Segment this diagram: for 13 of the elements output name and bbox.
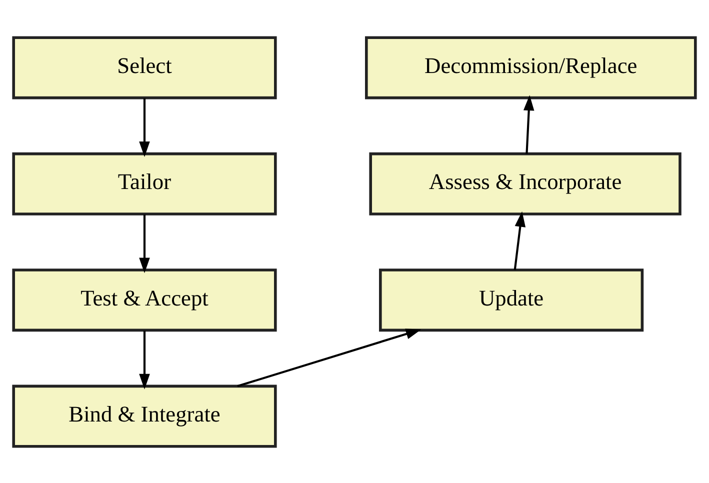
arrow xyxy=(514,210,526,270)
node-box: Select xyxy=(12,36,277,99)
arrow xyxy=(139,98,150,156)
node-box: Assess & Incorporate xyxy=(369,152,682,215)
node-box: Tailor xyxy=(12,152,277,215)
arrow xyxy=(237,328,422,387)
arrow xyxy=(139,214,150,273)
arrow xyxy=(523,94,534,154)
node-box: Bind & Integrate xyxy=(12,384,277,448)
node-box: Update xyxy=(379,268,644,332)
node-box: Test & Accept xyxy=(12,268,277,332)
node-box: Decommission/Replace xyxy=(365,36,697,99)
arrow xyxy=(139,330,150,389)
